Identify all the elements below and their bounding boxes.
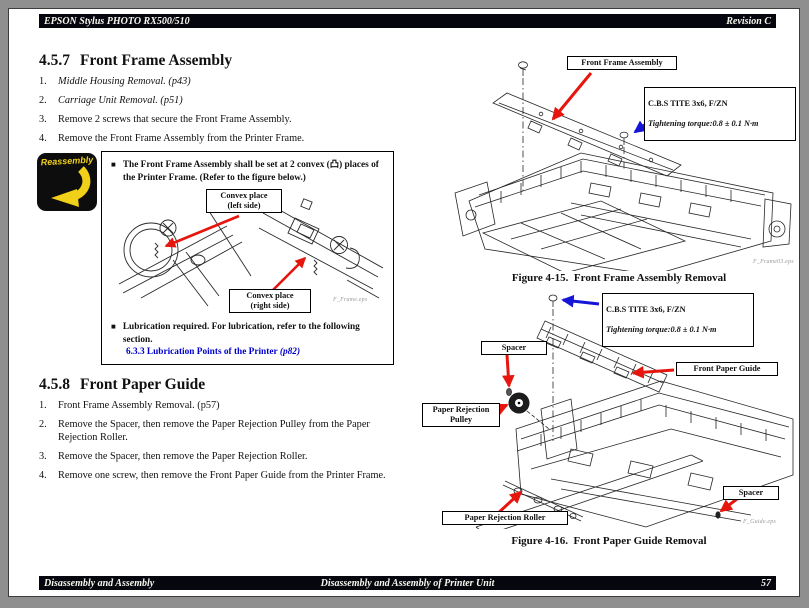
header-title: EPSON Stylus PHOTO RX500/510 bbox=[44, 15, 190, 27]
screw-icon bbox=[548, 294, 558, 302]
figure-filename: F_Frame03.eps bbox=[753, 259, 794, 265]
note-text: Lubrication required. For lubrication, r… bbox=[122, 322, 360, 345]
section-458-steps: 1. Front Frame Assembly Removal. (p57) 2… bbox=[39, 399, 391, 488]
step-item: 4. Remove the Front Frame Assembly from … bbox=[39, 132, 424, 145]
step-item: 2. Carriage Unit Removal. (p51) bbox=[39, 94, 424, 107]
figure-4-15-line-art bbox=[454, 61, 792, 271]
screw-spec-callout: C.B.S TITE 3x6, F/ZN Tightening torque:0… bbox=[644, 87, 796, 141]
front-frame-assembly-label: Front Frame Assembly bbox=[567, 56, 677, 70]
red-arrow bbox=[631, 365, 675, 379]
link-text[interactable]: 6.3.3 Lubrication Points of the Printer bbox=[126, 347, 278, 357]
spacer-part bbox=[715, 511, 721, 519]
step-item: 1. Front Frame Assembly Removal. (p57) bbox=[39, 399, 391, 412]
page-footer-bar: Disassembly and Assembly Disassembly and… bbox=[39, 576, 776, 590]
bullet-square-icon: ■ bbox=[111, 160, 116, 169]
bullet-square-icon: ■ bbox=[111, 322, 116, 331]
reassembly-note-box: ■ The Front Frame Assembly shall be set … bbox=[101, 151, 394, 365]
note-text: The Front Frame Assembly shall be set at… bbox=[122, 160, 379, 183]
screw-spec-text: C.B.S TITE 3x6, F/ZN bbox=[606, 304, 686, 314]
step-text: Carriage Unit Removal. (p51) bbox=[58, 95, 183, 106]
step-number: 4. bbox=[39, 133, 47, 144]
screw-spec-callout: C.B.S TITE 3x6, F/ZN Tightening torque:0… bbox=[602, 293, 754, 347]
spacer-part bbox=[506, 388, 512, 396]
section-458-number: 4.5.8 bbox=[39, 376, 70, 393]
footer-section: Disassembly and Assembly of Printer Unit bbox=[320, 577, 495, 589]
screw-torque-text: Tightening torque:0.8 ± 0.1 N·m bbox=[648, 118, 759, 128]
step-text: Front Frame Assembly Removal. (p57) bbox=[58, 400, 220, 411]
spacer-bottom-label: Spacer bbox=[723, 486, 779, 500]
section-457-title: 4.5.7 Front Frame Assembly bbox=[39, 52, 232, 70]
red-arrow bbox=[719, 497, 738, 513]
red-arrow bbox=[164, 214, 240, 248]
red-arrow bbox=[272, 256, 307, 291]
pulley-part bbox=[508, 392, 530, 414]
page-header-bar: EPSON Stylus PHOTO RX500/510 Revision C bbox=[39, 14, 776, 28]
lubrication-section-link[interactable]: 6.3.3 Lubrication Points of the Printer … bbox=[126, 346, 385, 359]
paper-rejection-roller-label: Paper Rejection Roller bbox=[442, 511, 568, 525]
step-text: Remove one screw, then remove the Front … bbox=[58, 470, 386, 481]
step-text: Remove the Spacer, then remove the Paper… bbox=[58, 451, 308, 462]
paper-rejection-pulley-label: Paper Rejection Pulley bbox=[422, 403, 500, 427]
note-row: ■ Lubrication required. For lubrication,… bbox=[111, 321, 385, 346]
convex-place-line-art bbox=[118, 198, 384, 307]
section-457-text: Front Frame Assembly bbox=[80, 52, 233, 69]
step-number: 3. bbox=[39, 114, 47, 125]
screw-icon bbox=[619, 131, 629, 139]
header-revision: Revision C bbox=[726, 15, 771, 27]
figure-4-16: C.B.S TITE 3x6, F/ZN Tightening torque:0… bbox=[421, 289, 797, 529]
step-text: Remove the Spacer, then remove the Paper… bbox=[58, 419, 370, 443]
step-item: 2. Remove the Spacer, then remove the Pa… bbox=[39, 418, 391, 444]
step-number: 1. bbox=[39, 76, 47, 87]
figure-4-15: Front Frame Assembly C.B.S TITE 3x6, F/Z… bbox=[441, 43, 797, 271]
red-arrow bbox=[502, 354, 515, 388]
red-arrow bbox=[551, 72, 593, 121]
step-number: 3. bbox=[39, 451, 47, 462]
step-text: Remove the Front Frame Assembly from the… bbox=[58, 133, 305, 144]
front-paper-guide-label: Front Paper Guide bbox=[676, 362, 778, 376]
step-text: Middle Housing Removal. (p43) bbox=[58, 76, 191, 87]
footer-page-number: 57 bbox=[761, 577, 771, 589]
step-number: 1. bbox=[39, 400, 47, 411]
step-number: 2. bbox=[39, 419, 47, 430]
step-item: 3. Remove the Spacer, then remove the Pa… bbox=[39, 450, 391, 463]
reassembly-arrow-icon bbox=[51, 166, 91, 207]
step-item: 3. Remove 2 screws that secure the Front… bbox=[39, 113, 424, 126]
step-number: 2. bbox=[39, 95, 47, 106]
section-458-text: Front Paper Guide bbox=[80, 376, 206, 393]
step-number: 4. bbox=[39, 470, 47, 481]
section-458-title: 4.5.8 Front Paper Guide bbox=[39, 376, 205, 394]
screw-icon bbox=[518, 61, 528, 69]
convex-right-label: Convex place (right side) bbox=[229, 289, 311, 313]
step-item: 4. Remove one screw, then remove the Fro… bbox=[39, 469, 391, 482]
figure-4-15-caption: Figure 4-15. Front Frame Assembly Remova… bbox=[511, 272, 727, 284]
reassembly-badge: Reassembly bbox=[37, 153, 97, 211]
spacer-top-label: Spacer bbox=[481, 341, 547, 355]
link-page-ref[interactable]: (p82) bbox=[277, 347, 301, 357]
figure-filename: F_Frame.eps bbox=[333, 297, 368, 303]
screw-spec-text: C.B.S TITE 3x6, F/ZN bbox=[648, 98, 728, 108]
figure-4-16-line-art bbox=[475, 294, 794, 529]
figure-filename: F_Guide.eps bbox=[743, 519, 777, 525]
section-457-steps: 1. Middle Housing Removal. (p43) 2. Carr… bbox=[39, 75, 424, 151]
blue-arrow bbox=[561, 294, 600, 308]
step-text: Remove 2 screws that secure the Front Fr… bbox=[58, 114, 292, 125]
convex-place-figure: Convex place (left side) Convex place (r… bbox=[111, 188, 385, 318]
footer-chapter: Disassembly and Assembly bbox=[44, 577, 155, 589]
manual-page: EPSON Stylus PHOTO RX500/510 Revision C … bbox=[8, 8, 800, 597]
note-row: ■ The Front Frame Assembly shall be set … bbox=[111, 159, 385, 184]
step-item: 1. Middle Housing Removal. (p43) bbox=[39, 75, 424, 88]
convex-left-label: Convex place (left side) bbox=[206, 189, 282, 213]
screw-torque-text: Tightening torque:0.8 ± 0.1 N·m bbox=[606, 324, 717, 334]
figure-4-16-caption: Figure 4-16. Front Paper Guide Removal bbox=[511, 535, 707, 547]
section-457-number: 4.5.7 bbox=[39, 52, 70, 69]
